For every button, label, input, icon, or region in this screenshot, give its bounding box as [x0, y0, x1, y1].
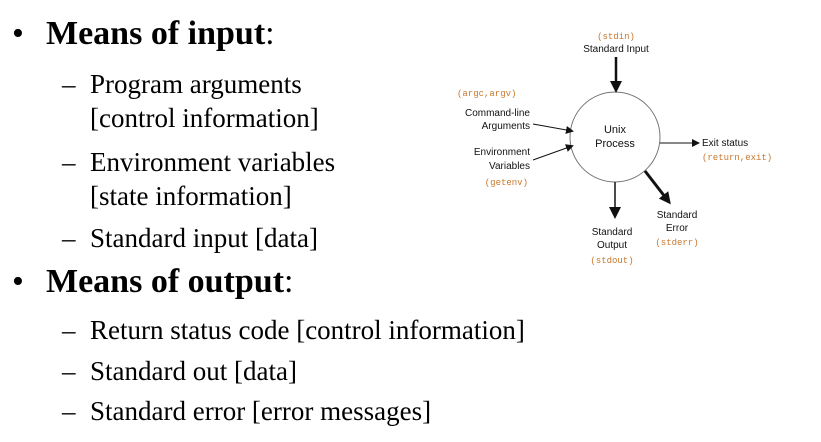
input-item-3: –Standard input [data] — [62, 222, 318, 254]
bullet: • — [12, 263, 24, 300]
args-arrow — [532, 123, 574, 134]
input-heading: Means of input — [46, 15, 266, 52]
input-item-text: Standard input [data] — [90, 223, 318, 253]
exit-code: (return,exit) — [702, 153, 772, 163]
input-item-text: Environment variables — [90, 147, 336, 177]
output-colon: : — [284, 263, 294, 300]
dash: – — [62, 223, 76, 253]
input-heading-row: • Means of input: — [12, 14, 275, 54]
output-heading-row: • Means of output: — [12, 262, 293, 302]
output-heading: Means of output — [46, 263, 285, 300]
process-circle — [569, 91, 661, 183]
bullet: • — [12, 15, 24, 52]
stdin-code: (stdin) — [597, 32, 635, 42]
output-item-text: Standard out [data] — [90, 356, 297, 386]
unix-process-diagram: Unix Process (stdin) Standard Input (arg… — [457, 32, 772, 266]
stderr-code: (stderr) — [655, 238, 698, 248]
env-label-2: Variables — [489, 161, 530, 172]
dash: – — [62, 396, 76, 426]
stdout-label-1: Standard — [592, 227, 633, 238]
stdout-code: (stdout) — [590, 256, 633, 266]
dash: – — [62, 69, 76, 99]
input-item-2: –Environment variables — [62, 146, 335, 178]
stdin-label: Standard Input — [583, 44, 649, 55]
exit-label: Exit status — [702, 138, 748, 149]
dash: – — [62, 356, 76, 386]
output-item-text: Return status code [control information] — [90, 315, 525, 345]
args-code: (argc,argv) — [457, 89, 516, 99]
output-item-2: –Standard out [data] — [62, 355, 297, 387]
args-label-1: Command-line — [465, 108, 530, 119]
stderr-label-1: Standard — [657, 210, 698, 221]
input-item-2-cont: [state information] — [90, 181, 292, 211]
stderr-arrow — [643, 170, 671, 205]
input-item-1-cont: [control information] — [90, 103, 319, 133]
output-item-text: Standard error [error messages] — [90, 396, 432, 426]
env-label-1: Environment — [474, 147, 530, 158]
output-item-1: –Return status code [control information… — [62, 314, 525, 346]
process-label-2: Process — [595, 138, 635, 150]
input-colon: : — [265, 15, 275, 52]
output-item-3: –Standard error [error messages] — [62, 395, 431, 427]
stdout-label-2: Output — [597, 240, 627, 251]
env-code: (getenv) — [485, 178, 528, 188]
input-item-1: –Program arguments — [62, 68, 302, 100]
args-label-2: Arguments — [482, 121, 530, 132]
input-item-text: Program arguments — [90, 69, 302, 99]
stderr-label-2: Error — [666, 223, 689, 234]
process-label-1: Unix — [604, 124, 627, 136]
env-arrow — [532, 144, 574, 161]
dash: – — [62, 315, 76, 345]
dash: – — [62, 147, 76, 177]
